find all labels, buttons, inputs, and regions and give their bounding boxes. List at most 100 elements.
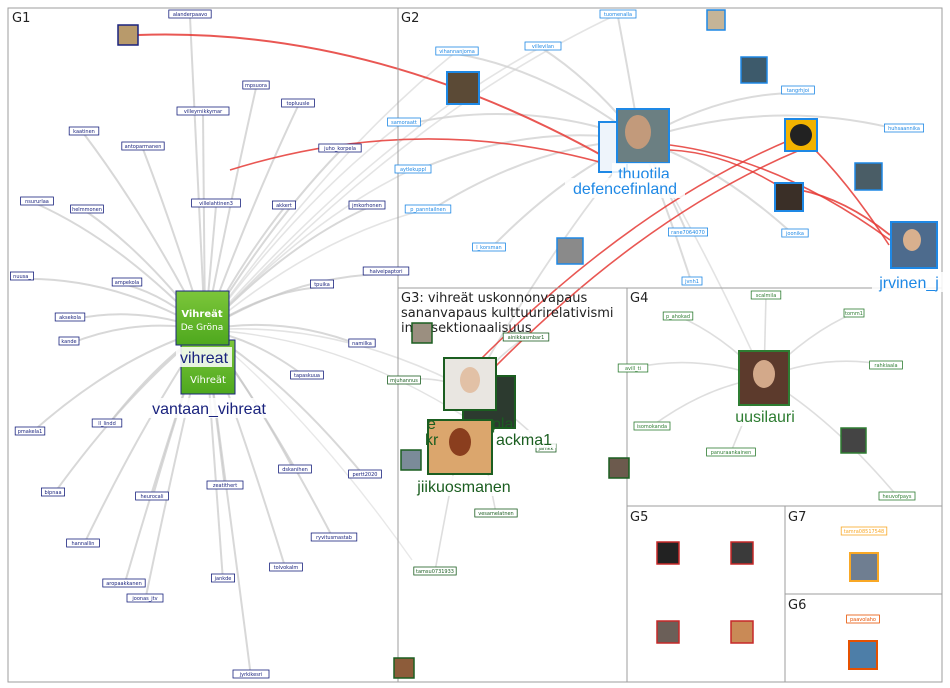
node-label-antoparmanen[interactable]: antoparmanen — [121, 141, 165, 151]
node-label-box — [271, 200, 296, 210]
node-label-ampekola[interactable]: ampekola — [111, 277, 143, 287]
node-label-rahkiaala[interactable]: rahkiaala — [869, 360, 903, 370]
node-label-akkert[interactable]: akkert — [271, 200, 296, 210]
node-label-box — [750, 290, 782, 300]
avatar-g3-e[interactable] — [393, 657, 415, 679]
node-label-tamra08517548[interactable]: tamra08517548 — [840, 526, 888, 536]
node-label-panuraankainen[interactable]: panuraankainen — [706, 447, 756, 457]
node-label-ll_lindd[interactable]: ll_lindd — [91, 418, 123, 428]
node-label-text: hannallin — [72, 541, 95, 547]
big-labels: vihreat vantaan_vihreat thuotila defence… — [143, 163, 946, 496]
node-label-aksekola[interactable]: aksekola — [54, 312, 86, 322]
avatar-g5-b[interactable] — [730, 541, 754, 565]
avatar-g3-d[interactable] — [608, 457, 630, 479]
node-label-jvnh1[interactable]: jvnh1 — [681, 276, 703, 286]
edges-layer — [21, 13, 905, 678]
avatar-g1-top[interactable] — [117, 24, 139, 46]
node-label-heuvofpays[interactable]: heuvofpays — [878, 491, 916, 501]
node-label-vihannanjoma[interactable]: vihannanjoma — [435, 46, 479, 56]
node-label-kande[interactable]: kande — [58, 336, 80, 346]
avatar-g4-b[interactable] — [840, 427, 867, 454]
panel-g5 — [626, 505, 786, 683]
avatar-g2-c[interactable] — [740, 56, 768, 84]
node-label-samoraatt[interactable]: samoraatt — [387, 117, 421, 127]
logo-vihreat-node[interactable]: Vihreät Vihreät De Gröna — [175, 290, 236, 395]
node-label-aytlekuppl[interactable]: aytlekuppl — [394, 164, 432, 174]
node-label-huhsaannika[interactable]: huhsaannika — [884, 123, 925, 133]
node-label-text: kaatinen — [73, 129, 95, 135]
node-label-jmkorhonen[interactable]: jmkorhonen — [348, 200, 386, 210]
node-label-nuusa_[interactable]: nuusa_ — [9, 271, 35, 281]
node-label-box — [310, 532, 358, 542]
avatar-g5-c[interactable] — [656, 620, 680, 644]
node-label-jyrkikesri[interactable]: jyrkikesri — [232, 669, 270, 679]
node-label-namilka[interactable]: namilka — [348, 338, 376, 348]
node-label-joonas_jtv[interactable]: joonas_jtv — [126, 593, 164, 603]
node-label-joonika[interactable]: joonika — [781, 228, 809, 238]
node-label-pertt2020[interactable]: pertt2020 — [348, 469, 382, 479]
node-label-hannallin[interactable]: hannallin — [66, 538, 100, 548]
node-label-tamsu0731933[interactable]: tamsu0731933 — [413, 566, 457, 576]
avatar-g7[interactable] — [849, 552, 879, 582]
avatar-g6[interactable] — [848, 640, 878, 670]
node-label-ryvitusmastab[interactable]: ryvitusmastab — [310, 532, 358, 542]
node-label-p_panntailnen[interactable]: p_panntailnen — [404, 204, 452, 214]
node-label-l_korsman[interactable]: l_korsman — [472, 242, 506, 252]
panel-title-g2: G2 — [401, 11, 419, 26]
node-label-jankde[interactable]: jankde — [210, 573, 235, 583]
node-label-pmakela1[interactable]: pmakela1 — [14, 426, 46, 436]
avatar-g2-b[interactable] — [706, 9, 726, 31]
logo-vihreat[interactable] — [175, 290, 230, 346]
node-label-isomokanda[interactable]: isomokanda — [633, 421, 671, 431]
node-label-villeyrnikkymar[interactable]: villeyrnikkymar — [176, 106, 230, 116]
node-label-haiveipaptori[interactable]: haiveipaptori — [362, 266, 410, 276]
node-label-villelahtinen3[interactable]: villelahtinen3 — [191, 198, 241, 208]
node-label-box — [474, 508, 518, 518]
node-label-heurocali[interactable]: heurocali — [135, 491, 169, 501]
node-label-box — [387, 375, 421, 385]
node-label-scalmila[interactable]: scalmila — [750, 290, 782, 300]
node-label-text: l_korsman — [476, 245, 501, 251]
avatar-g2-d[interactable] — [854, 162, 883, 191]
node-label-nsururlaa[interactable]: nsururlaa — [20, 196, 54, 206]
avatar-g2-a[interactable] — [446, 71, 480, 105]
node-label-tolvokalm[interactable]: tolvokalm — [269, 562, 303, 572]
node-label-alanderpaavo[interactable]: alanderpaavo — [168, 9, 212, 19]
avatar-g2-f[interactable] — [556, 237, 584, 265]
node-label-rane7064070[interactable]: rane7064070 — [668, 227, 709, 237]
node-label-aropaakkanen[interactable]: aropaakkanen — [102, 578, 146, 588]
node-label-text: akkert — [276, 203, 292, 209]
node-label-kaatinen[interactable]: kaatinen — [68, 126, 100, 136]
node-label-juho_korpela[interactable]: juho_korpela — [318, 143, 362, 153]
node-label-tuomenalla[interactable]: tuomenalla — [599, 9, 637, 19]
node-label-text: ll_lindd — [98, 421, 116, 427]
avatar-g3-a[interactable] — [411, 322, 433, 344]
node-label-ainikkasmbar1[interactable]: ainikkasmbar1 — [502, 332, 550, 342]
node-label-dskanihen[interactable]: dskanihen — [278, 464, 312, 474]
avatar-g3-default[interactable] — [400, 449, 422, 471]
node-label-tapaskuua[interactable]: tapaskuua — [290, 370, 324, 380]
node-label-tangrhjoi[interactable]: tangrhjoi — [781, 85, 815, 95]
node-label-topluusle[interactable]: topluusle — [281, 98, 315, 108]
node-label-tomm1[interactable]: tomm1 — [843, 308, 865, 318]
node-label-villevilan[interactable]: villevilan — [524, 41, 562, 51]
node-label-tpuika[interactable]: tpuika — [309, 279, 334, 289]
avatar-g2-e[interactable] — [774, 182, 804, 212]
label-g3-overlap-1: e — [427, 416, 436, 433]
node-label-vesamelatnen[interactable]: vesamelatnen — [474, 508, 518, 518]
node-label-paavolaho[interactable]: paavolaho — [846, 614, 880, 624]
node-label-box — [681, 276, 703, 286]
node-label-p_ahokad[interactable]: p_ahokad — [662, 311, 694, 321]
node-label-zeatithert[interactable]: zeatithert — [206, 480, 244, 490]
node-label-box — [362, 266, 410, 276]
node-label-avill_ti[interactable]: avill_ti — [617, 363, 649, 373]
node-label-helmmonen[interactable]: helmmonen — [70, 204, 104, 214]
node-label-mpsuora[interactable]: mpsuora — [242, 80, 270, 90]
node-label-mjuhannus[interactable]: mjuhannus — [387, 375, 421, 385]
edge-g1 — [29, 329, 206, 435]
avatar-g5-d[interactable] — [730, 620, 754, 644]
node-label-text: alanderpaavo — [173, 12, 207, 18]
node-label-box — [413, 566, 457, 576]
node-label-bipnaa[interactable]: bipnaa — [41, 487, 66, 497]
avatar-g5-a[interactable] — [656, 541, 680, 565]
